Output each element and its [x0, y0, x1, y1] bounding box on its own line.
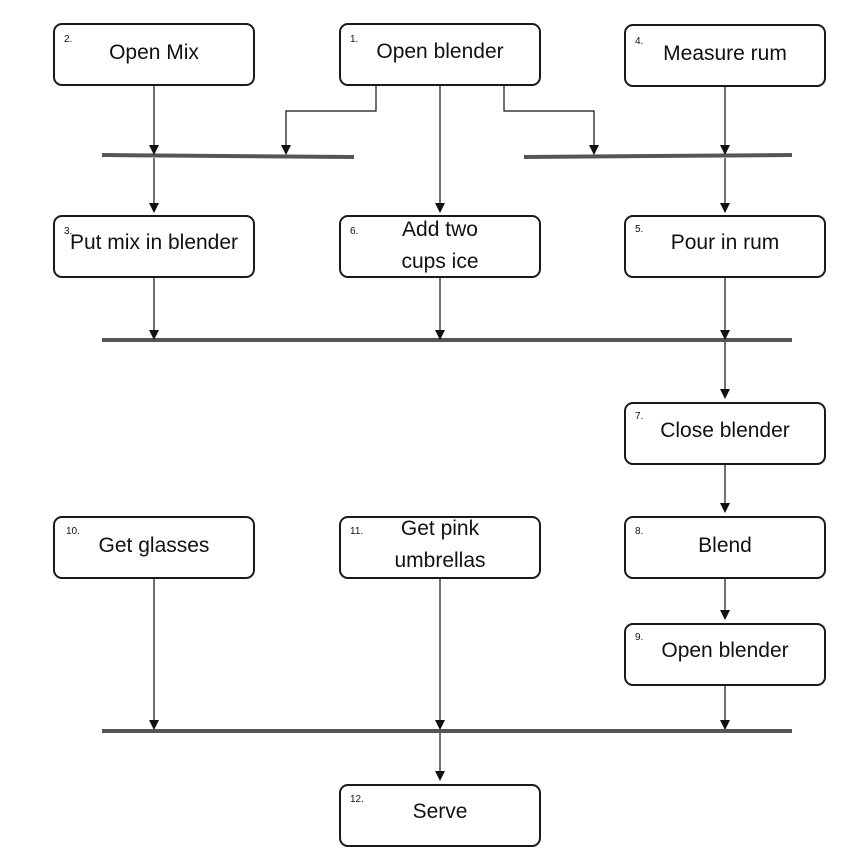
node-get-glasses: 10. Get glasses — [53, 516, 255, 579]
node-close-blender: 7. Close blender — [624, 402, 826, 465]
node-serve: 12. Serve — [339, 784, 541, 847]
node-put-mix-in-blender: 3. Put mix in blender — [53, 215, 255, 278]
node-get-pink-umbrellas: 11. Get pink umbrellas — [339, 516, 541, 579]
node-label: Open Mix — [109, 41, 199, 64]
node-open-blender-1: 1. Open blender — [339, 23, 541, 86]
node-label: Open blender — [661, 639, 788, 662]
node-number: 3. — [64, 226, 72, 237]
node-label-line-1: Get pink — [401, 517, 480, 540]
node-label: Close blender — [660, 419, 790, 442]
node-number: 8. — [635, 526, 643, 537]
node-label-line-2: umbrellas — [394, 549, 485, 572]
edge-open-blender-to-left-bar — [281, 86, 377, 155]
node-label-line-2: cups ice — [401, 250, 478, 273]
node-number: 7. — [635, 411, 643, 422]
node-label-line-1: Add two — [402, 218, 478, 241]
node-number: 6. — [350, 226, 358, 237]
node-blend: 8. Blend — [624, 516, 826, 579]
node-number: 10. — [66, 526, 80, 537]
node-label: Get glasses — [99, 534, 210, 557]
edge-open-blender-to-right-bar — [503, 86, 599, 155]
node-number: 1. — [350, 34, 358, 45]
node-number: 5. — [635, 224, 643, 235]
node-open-mix: 2. Open Mix — [53, 23, 255, 86]
node-open-blender-2: 9. Open blender — [624, 623, 826, 686]
sync-bar-1-left — [101, 153, 355, 159]
node-label: Pour in rum — [671, 231, 780, 254]
node-label: Open blender — [376, 40, 503, 63]
node-add-two-cups-ice: 6. Add two cups ice — [339, 215, 541, 278]
node-number: 12. — [350, 794, 364, 805]
node-label: Serve — [413, 800, 468, 823]
node-label: Measure rum — [663, 42, 787, 65]
sync-bar-1-right — [523, 153, 793, 159]
node-number: 9. — [635, 632, 643, 643]
node-number: 4. — [635, 36, 643, 47]
node-label: Put mix in blender — [70, 231, 238, 254]
node-measure-rum: 4. Measure rum — [624, 24, 826, 87]
node-label: Blend — [698, 534, 752, 557]
node-number: 11. — [350, 526, 363, 537]
node-pour-in-rum: 5. Pour in rum — [624, 215, 826, 278]
node-number: 2. — [64, 34, 72, 45]
